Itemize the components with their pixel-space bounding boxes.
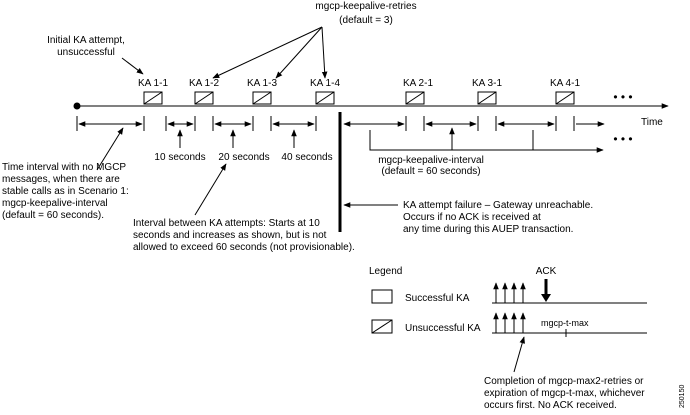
figure-id: 250150 [679, 385, 686, 408]
legend-successful-box [371, 289, 393, 304]
interval-note-arrow [194, 163, 227, 216]
completion-note-line1: Completion of mgcp-max2-retries or [484, 376, 644, 387]
left-note-line4: mgcp-keepalive-interval [2, 198, 108, 209]
keepalive-interval-line2: (default = 60 seconds) [381, 166, 480, 177]
interval-10-seconds: 10 seconds [154, 152, 205, 163]
legend-title: Legend [369, 266, 402, 277]
ka-label-1-1: KA 1-1 [138, 78, 168, 89]
ka-box-1-4 [315, 91, 335, 105]
ka-label-4-1: KA 4-1 [550, 78, 580, 89]
left-note-line5: (default = 60 seconds). [2, 210, 104, 221]
retries-label-line1: mgcp-keepalive-retries [315, 1, 416, 12]
initial-label-line2: unsuccessful [57, 47, 115, 58]
failure-note-line3: any time during this AUEP transaction. [403, 224, 573, 235]
initial-arrow [121, 57, 144, 75]
retries-label-line2: (default = 3) [339, 15, 393, 26]
interval-ticks [76, 116, 575, 131]
ka-box-1-2 [194, 91, 214, 105]
legend-ack-label: ACK [536, 266, 557, 277]
legend-unsuccessful-box [371, 319, 393, 334]
retries-arrow-1 [212, 26, 323, 79]
completion-note-line2: expiration of mgcp-t-max, whichever [484, 388, 645, 399]
legend-ack-arrowhead [541, 294, 551, 302]
ka-label-1-2: KA 1-2 [189, 78, 219, 89]
ka-box-2-1 [405, 91, 425, 105]
ka-label-2-1: KA 2-1 [403, 78, 433, 89]
initial-label-line1: Initial KA attempt, [47, 35, 125, 46]
interval-20-seconds: 20 seconds [218, 152, 269, 163]
completion-arrow [513, 336, 525, 373]
left-note-arrow [96, 127, 124, 171]
ellipsis-top: • • • [613, 90, 632, 104]
ka-label-1-3: KA 1-3 [247, 78, 277, 89]
ka-box-4-1 [555, 91, 575, 105]
legend-tmax-label: mgcp-t-max [541, 318, 589, 328]
retries-arrow-3 [321, 26, 328, 79]
time-label: Time [641, 117, 663, 128]
ellipsis-bottom: • • • [613, 132, 632, 146]
completion-note-line3: occurs first. No ACK received. [484, 400, 617, 411]
retries-arrow-2 [275, 26, 323, 79]
interval-40-seconds: 40 seconds [281, 152, 332, 163]
legend-unsuccessful-label: Unsuccessful KA [405, 323, 481, 334]
interval-note-line3: allowed to exceed 60 seconds (not provis… [133, 242, 355, 253]
ka-label-3-1: KA 3-1 [472, 78, 502, 89]
interval-note-line1: Interval between KA attempts: Starts at … [133, 218, 320, 229]
ka-box-1-1 [143, 91, 163, 105]
legend-successful-label: Successful KA [405, 293, 470, 304]
failure-note-line1: KA attempt failure – Gateway unreachable… [403, 200, 593, 211]
ka-label-1-4: KA 1-4 [310, 78, 340, 89]
left-note-line3: stable calls as in Scenario 1: [2, 186, 129, 197]
left-note-line1: Time interval with no MGCP [2, 162, 126, 173]
failure-note-line2: Occurs if no ACK is received at [403, 212, 541, 223]
ka-box-3-1 [477, 91, 497, 105]
ka-box-1-3 [252, 91, 272, 105]
keepalive-interval-line1: mgcp-keepalive-interval [378, 155, 484, 166]
left-note-line2: messages, when there are [2, 174, 120, 185]
interval-note-line2: seconds and increases as shown, but is n… [133, 230, 327, 241]
